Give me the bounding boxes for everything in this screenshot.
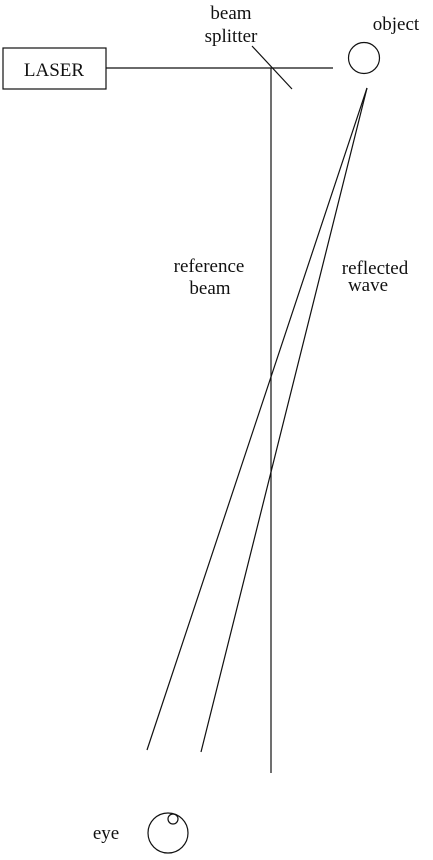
object-label: object: [373, 14, 420, 35]
laser-label: LASER: [24, 60, 85, 81]
reflected-ray-left: [146, 87, 368, 751]
object: [347, 41, 381, 75]
beam-splitter-label-line1: beam: [210, 3, 251, 24]
eye-label: eye: [93, 823, 119, 844]
eye-pupil: [167, 813, 179, 825]
beam-splitter-label-line2: splitter: [205, 26, 258, 47]
reflected-wave-label-line2: wave: [348, 275, 388, 296]
reference-beam-label-line2: beam: [189, 278, 230, 299]
eye-ball: [147, 812, 189, 854]
beam-splitter: [251, 45, 293, 90]
eye: [147, 812, 189, 854]
reflected-ray-right: [200, 87, 368, 753]
reflected-wave-label-line1: reflected: [342, 258, 409, 279]
reference-beam-label-line1: reference: [174, 256, 245, 277]
laser-source: LASER: [2, 47, 107, 90]
